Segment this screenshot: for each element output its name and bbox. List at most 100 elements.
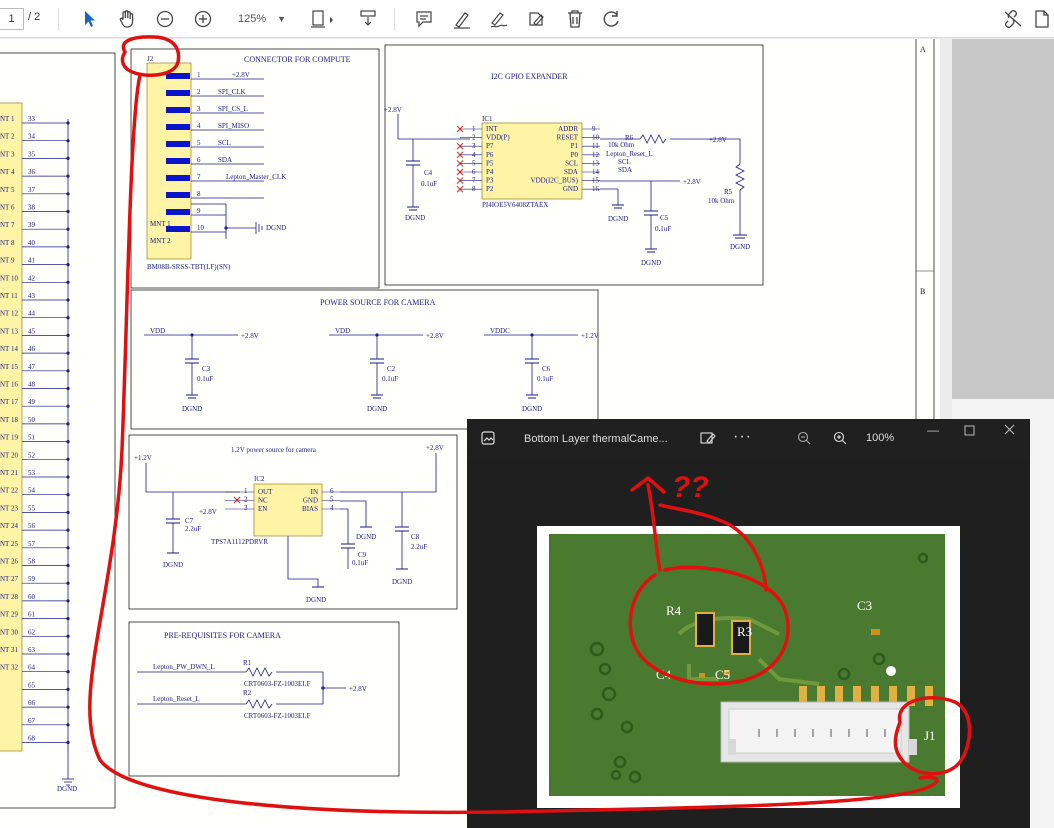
fill-sign-icon[interactable] [524,7,548,31]
left-pin-number: 66 [28,699,36,707]
left-pin-label: NT 31 [0,646,18,654]
connector-net-label: SDA [218,156,232,164]
close-icon[interactable] [1004,424,1015,438]
left-pin-number: 55 [28,504,36,512]
left-pin-number: 37 [28,186,36,194]
zoom-in-icon[interactable] [191,7,215,31]
left-pin-number: 44 [28,310,36,318]
left-pin-number: 45 [28,327,36,335]
maximize-icon[interactable] [964,425,975,439]
connector-pin-number: 10 [197,224,205,232]
prereq-net-2: Lepton_Reset_L [153,695,200,703]
highlight-pen-icon[interactable] [450,7,474,31]
minimize-icon[interactable]: — [927,423,939,437]
toolbar-divider [58,8,59,30]
left-pin-number: 48 [28,381,36,389]
left-pin-label: NT 12 [0,310,18,318]
left-pin-label: NT 21 [0,469,18,477]
prereq-part-1: CRT0603-FZ-1003ELF [244,680,311,688]
left-pin-number: 59 [28,575,36,583]
left-pin-number: 60 [28,593,36,601]
left-pin-number: 67 [28,717,36,725]
reg-left-pin-number: 1 [244,487,248,495]
viewer-zoom-out-icon[interactable] [797,431,811,448]
left-pin-number: 40 [28,239,36,247]
left-pin-label: NT 1 [0,115,15,123]
expander-r6-val: 10k Ohm [608,141,635,149]
photo-viewer-window[interactable]: Bottom Layer thermalCame... ··· 100% — [467,419,1030,828]
reg-c9-val: 0.1uF [352,559,368,567]
left-pin-number: 39 [28,221,36,229]
expander-dgnd-r5: DGND [730,243,750,251]
expander-left-pin-name: P5 [486,159,494,167]
left-pin-number: 64 [28,664,36,672]
left-pin-label: NT 9 [0,257,15,265]
expander-right-pin-name: SCL [565,159,578,167]
scrollbar-thumb[interactable] [952,39,1054,399]
select-pointer-icon[interactable] [80,7,100,31]
expander-c4-val: 0.1uF [421,180,437,188]
left-pin-label: NT 11 [0,292,18,300]
link-settings-icon[interactable] [1000,7,1026,31]
zoom-out-icon[interactable] [153,7,177,31]
reg-ref: IC2 [254,475,265,483]
rotate-icon[interactable] [600,7,624,31]
open-file-icon[interactable] [1032,7,1052,31]
draw-icon[interactable] [487,7,511,31]
prereq-r1: R1 [243,659,252,667]
connector-pin-number: 4 [197,122,201,130]
reg-right-pin-number: 4 [330,504,334,512]
page-number-input[interactable]: 1 [0,8,24,30]
connector-net-label: SPI_MISO [218,122,249,130]
reg-left-pin-number: 2 [244,496,248,504]
power-rail-label: +2.8V [426,332,444,340]
viewer-zoom-in-icon[interactable] [833,431,847,448]
connector-dgnd: DGND [266,224,286,232]
viewer-title: Bottom Layer thermalCame... [524,433,668,445]
expander-part: PI4IOE5V6408ZTAEX [482,201,548,209]
page-current: 1 [8,13,15,25]
reg-right-pin-name: GND [303,497,318,505]
fit-page-icon[interactable] [308,7,338,31]
comment-icon[interactable] [412,7,436,31]
viewer-titlebar[interactable]: Bottom Layer thermalCame... ··· 100% — [467,419,1030,459]
connector-pin-pad [166,141,190,147]
more-options-icon[interactable]: ··· [733,428,752,445]
pcb-board: R4 R3 C3 C4 C5 J1 [549,534,945,796]
expander-right-pin-name: P0 [571,151,579,159]
power-dgnd-label: DGND [367,405,387,413]
left-pin-label: NT 14 [0,345,18,353]
reg-v28-top: +2.8V [426,444,444,452]
expander-left-pin-name: P7 [486,142,494,150]
left-pin-number: 65 [28,681,36,689]
left-pin-label: NT 3 [0,150,15,158]
left-pin-label: NT 28 [0,593,18,601]
trash-icon[interactable] [563,7,587,31]
expander-dgnd-c5: DGND [641,259,661,267]
left-pin-number: 51 [28,434,36,442]
prerequisites-block: PRE-REQUISITES FOR CAMERA Lepton_PW_DWN_… [128,621,400,777]
zoom-level-dropdown[interactable]: 125%▼ [230,8,292,30]
left-pin-number: 33 [28,115,36,123]
reg-right-pin-number: 5 [330,496,334,504]
left-pin-number: 57 [28,540,36,548]
left-pin-number: 52 [28,451,36,459]
edit-image-icon[interactable] [700,431,716,448]
expander-left-pin-name: P4 [486,168,494,176]
reg-dgnd-c7: DGND [163,561,183,569]
reg-left-pin-name: OUT [258,488,273,496]
connector-net-label: SPI_CS_L [218,105,248,113]
reg-c7-val: 2.2uF [185,525,201,533]
left-pin-number: 42 [28,274,36,282]
left-pin-number: 34 [28,133,36,141]
scroll-mode-icon[interactable] [356,7,380,31]
connector-mnt-2: MNT 2 [150,237,171,245]
expander-dgnd-gnd: DGND [608,215,628,223]
expander-v28-left: +2.8V [384,106,402,114]
expander-left-pin-name: VDD(P) [486,134,510,142]
hand-tool-icon[interactable] [115,7,139,31]
expander-right-pin-name: ADDR [558,125,578,133]
pcb-label-c3: C3 [857,598,873,613]
